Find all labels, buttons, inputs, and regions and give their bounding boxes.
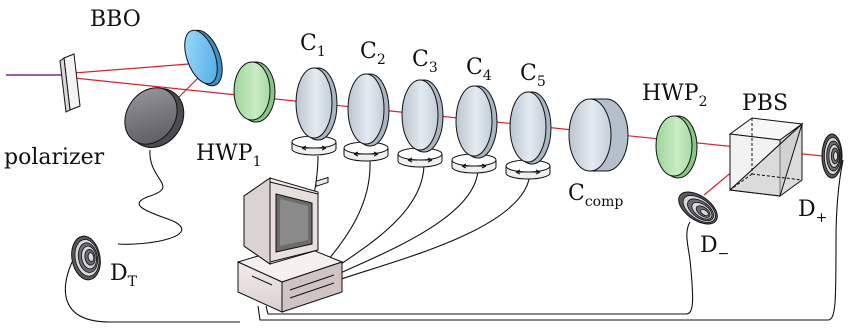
bbo-label: BBO [90,7,141,32]
dt-label: DT [110,261,138,290]
c5-label: C5 [520,61,546,90]
crystal-c3 [397,79,444,168]
crystal-c5 [505,91,552,180]
rotation-stage-c2 [343,141,389,162]
cable-c2 [319,159,371,271]
crystal-c4 [451,85,498,174]
crystal-c2 [343,73,390,162]
dminus-label: D− [700,233,729,262]
crystals: C1 C2 C3 C4 C5 [291,31,552,180]
cables [64,149,844,323]
cable-c5 [332,169,531,283]
polarizer-disk [124,87,185,148]
hwp2-label: HWP2 [642,81,708,110]
blue-mirror [184,29,223,87]
rotation-stage-c1 [291,135,337,156]
cable-dplus [257,159,844,321]
hwp1 [233,61,276,123]
c2-label: C2 [360,39,386,68]
rotation-stage-c5 [505,159,551,180]
cable-dminus [265,221,694,315]
pbs-cube [728,117,804,197]
detector-dminus [678,191,718,225]
c-comp [568,98,629,172]
c4-label: C4 [466,55,492,84]
crystal-c1 [291,67,338,156]
cable-dt [64,261,240,323]
polarizer-label: polarizer [4,145,105,170]
hwp1-label: HWP1 [196,141,262,170]
cable-c4 [329,167,479,279]
dplus-label: D+ [798,197,827,226]
c3-label: C3 [412,47,438,76]
bbo-crystal [59,53,81,113]
computer [236,176,344,313]
detector-dplus [821,133,843,179]
rotation-stage-c4 [451,153,497,174]
cable-c3 [324,163,425,276]
pbs-label: PBS [742,91,788,116]
c1-label: C1 [300,31,326,60]
detector-dt [71,235,101,281]
cable-fiber [117,149,183,245]
ccomp-label: Ccomp [568,181,623,210]
hwp2 [655,115,698,179]
